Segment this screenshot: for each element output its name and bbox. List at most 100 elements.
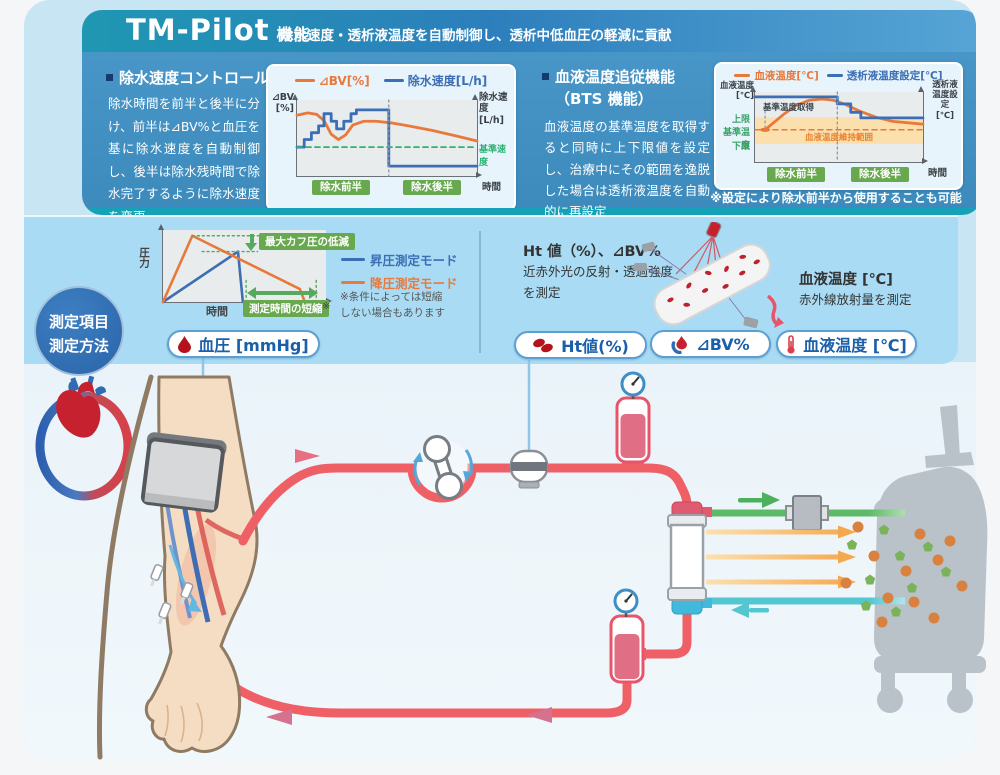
title-text: TM-Pilot xyxy=(126,13,270,47)
legend-item: 除水速度[L/h] xyxy=(383,72,488,89)
circuit-diagram-area xyxy=(24,362,976,759)
phase-label-first-half: 除水前半 xyxy=(767,167,825,182)
bullet-icon xyxy=(542,73,549,80)
pill-label: 血圧 [mmHg] xyxy=(198,336,309,355)
y-axis-label-left: ⊿BV [%] xyxy=(271,92,294,115)
y-axis-label-left: 血液温度 [℃] xyxy=(719,81,754,102)
y-axis-label-right: 除水速度 [L/h] xyxy=(479,92,508,126)
bts-chart-card: 血液温度[℃] 透析液温度設定[℃] 血液温度 [℃] 透析液 温度設定 [℃]… xyxy=(714,62,963,190)
legend-line-icon xyxy=(383,79,404,82)
legend-line-icon xyxy=(294,79,315,82)
tm-pilot-panel: TM-Pilot 機能 除水速度・透析液温度を自動制御し、透析中低血圧の軽減に貢献… xyxy=(82,10,976,215)
uf-chart-plot xyxy=(296,100,478,177)
legend-label: 除水速度[L/h] xyxy=(407,74,488,88)
baseline-label: 基準速度 xyxy=(479,145,507,168)
legend-item: ⊿BV[%] xyxy=(294,72,370,89)
legend-label: ⊿BV[%] xyxy=(318,73,370,88)
uf-chart-card: ⊿BV[%] 除水速度[L/h] ⊿BV [%] 除水速度 [L/h] 基準速度… xyxy=(266,64,516,211)
legend-label: 昇圧測定モード xyxy=(370,253,458,268)
sensor-plug-icon xyxy=(634,263,647,271)
legend-label: 血液温度[℃] xyxy=(754,70,819,82)
ir-radiation-arrowhead xyxy=(774,317,784,328)
bts-chart-legend: 血液温度[℃] 透析液温度設定[℃] xyxy=(716,68,961,83)
legend-line-icon xyxy=(734,74,751,77)
sensor-plug-icon xyxy=(743,316,759,329)
uf-control-heading: 除水速度コントロール xyxy=(106,67,269,88)
blood-cells-icon xyxy=(533,338,553,352)
lower-limit-tick: 下限 xyxy=(731,142,750,152)
x-axis-label: 時間 xyxy=(206,305,228,318)
axis-arrow-icon xyxy=(326,298,332,304)
blood-tube xyxy=(653,243,771,326)
legend-item: 透析液温度設定[℃] xyxy=(826,68,943,83)
asterisk-mark: ※ xyxy=(322,301,331,312)
axis-arrow-icon xyxy=(918,86,924,92)
red-blood-cells xyxy=(667,254,760,307)
axis-arrow-icon xyxy=(750,86,756,92)
bullet-icon xyxy=(106,74,113,81)
tm-pilot-header: TM-Pilot 機能 除水速度・透析液温度を自動制御し、透析中低血圧の軽減に貢献 xyxy=(82,10,976,52)
x-axis-label: 時間 xyxy=(928,168,948,179)
temp-measure-body: 赤外線放射量を測定 xyxy=(799,292,912,307)
axis-arrow-icon xyxy=(158,224,164,230)
blood-drop-icon xyxy=(178,335,192,353)
axis-arrow-icon xyxy=(922,158,928,164)
bts-heading-line2: （BTS 機能） xyxy=(555,89,653,108)
legend-item: 血液温度[℃] xyxy=(734,68,819,83)
down-arrow-icon xyxy=(245,234,258,251)
page-subtitle: 除水速度・透析液温度を自動制御し、透析中低血圧の軽減に貢献 xyxy=(280,28,672,44)
bp-pill: 血圧 [mmHg] xyxy=(167,330,320,358)
legend-label: 降圧測定モード xyxy=(370,276,458,291)
legend-item: 昇圧測定モード xyxy=(341,250,458,269)
bp-chart-legend: 昇圧測定モード 降圧測定モード xyxy=(341,250,458,296)
ht-measure-heading: Ht 値（%）、⊿BV% xyxy=(523,244,661,260)
section-divider xyxy=(479,231,481,353)
bts-heading-line1: 血液温度追従機能 xyxy=(555,68,676,86)
phase-label-second-half: 除水後半 xyxy=(403,180,461,195)
baseline-capture-annotation: 基準温度取得 xyxy=(763,103,815,113)
uf-chart xyxy=(297,100,477,176)
bv-drop-icon xyxy=(671,335,688,354)
legend-line-icon xyxy=(341,281,365,284)
panel-bottom-edge xyxy=(82,208,976,215)
legend-line-icon xyxy=(341,258,365,261)
max-cuff-pressure-badge: 最大カフ圧の低減 xyxy=(259,233,355,250)
temp-pill: 血液温度 [℃] xyxy=(776,330,917,358)
pill-label: ⊿BV% xyxy=(696,334,750,354)
bts-heading: 血液温度追従機能 （BTS 機能） xyxy=(542,67,675,111)
uf-control-body: 除水時間を前半と後半に分け、前半は⊿BV%と血圧を基に除水速度を自動制御し、後半… xyxy=(108,96,260,215)
phase-label-second-half: 除水後半 xyxy=(851,167,909,182)
axis-arrow-icon xyxy=(292,94,298,100)
badge-line2: 測定方法 xyxy=(48,337,109,355)
y-axis-label-right: 透析液 温度設定 [℃] xyxy=(932,80,958,121)
badge-line1: 測定項目 xyxy=(48,313,109,331)
upper-limit-tick: 上限 xyxy=(731,115,750,125)
band-label: 血液温度維持範囲 xyxy=(804,132,873,143)
title-suffix: 機能 xyxy=(276,25,311,44)
ir-radiation-arrow xyxy=(766,294,780,327)
pill-label: Ht値(%) xyxy=(561,337,629,356)
temp-measure-heading: 血液温度 [℃] xyxy=(799,272,893,288)
axis-arrow-icon xyxy=(476,172,482,178)
uf-heading-text: 除水速度コントロール xyxy=(119,69,270,87)
pill-label: 血液温度 [℃] xyxy=(803,336,907,355)
page-title: TM-Pilot 機能 xyxy=(126,13,311,47)
ht-pill: Ht値(%) xyxy=(514,331,647,359)
led-emitter-icon xyxy=(706,222,722,239)
legend-label: 透析液温度設定[℃] xyxy=(846,70,943,82)
legend-item: 降圧測定モード xyxy=(341,273,458,292)
thermometer-icon xyxy=(787,334,795,354)
optical-sensor-illustration xyxy=(634,222,784,329)
bts-note: ※設定により除水前半から使用することも可能 xyxy=(710,191,962,205)
bts-body: 血液温度の基準温度を取得すると同時に上下限値を設定し、治療中にその範囲を逸脱した… xyxy=(544,119,710,215)
sensor-plug-icon xyxy=(641,241,656,252)
legend-line-icon xyxy=(826,74,843,77)
y-axis-label: 圧力 xyxy=(138,247,150,268)
bp-chart-note: ※条件によっては短縮 しない場合もあります xyxy=(340,291,445,319)
x-axis-label: 時間 xyxy=(482,182,502,193)
baseline-tick: 基準温度 xyxy=(722,128,750,151)
axis-arrow-icon xyxy=(472,94,478,100)
bv-pill: ⊿BV% xyxy=(650,330,771,358)
measurement-badge: 測定項目測定方法 xyxy=(34,286,124,376)
